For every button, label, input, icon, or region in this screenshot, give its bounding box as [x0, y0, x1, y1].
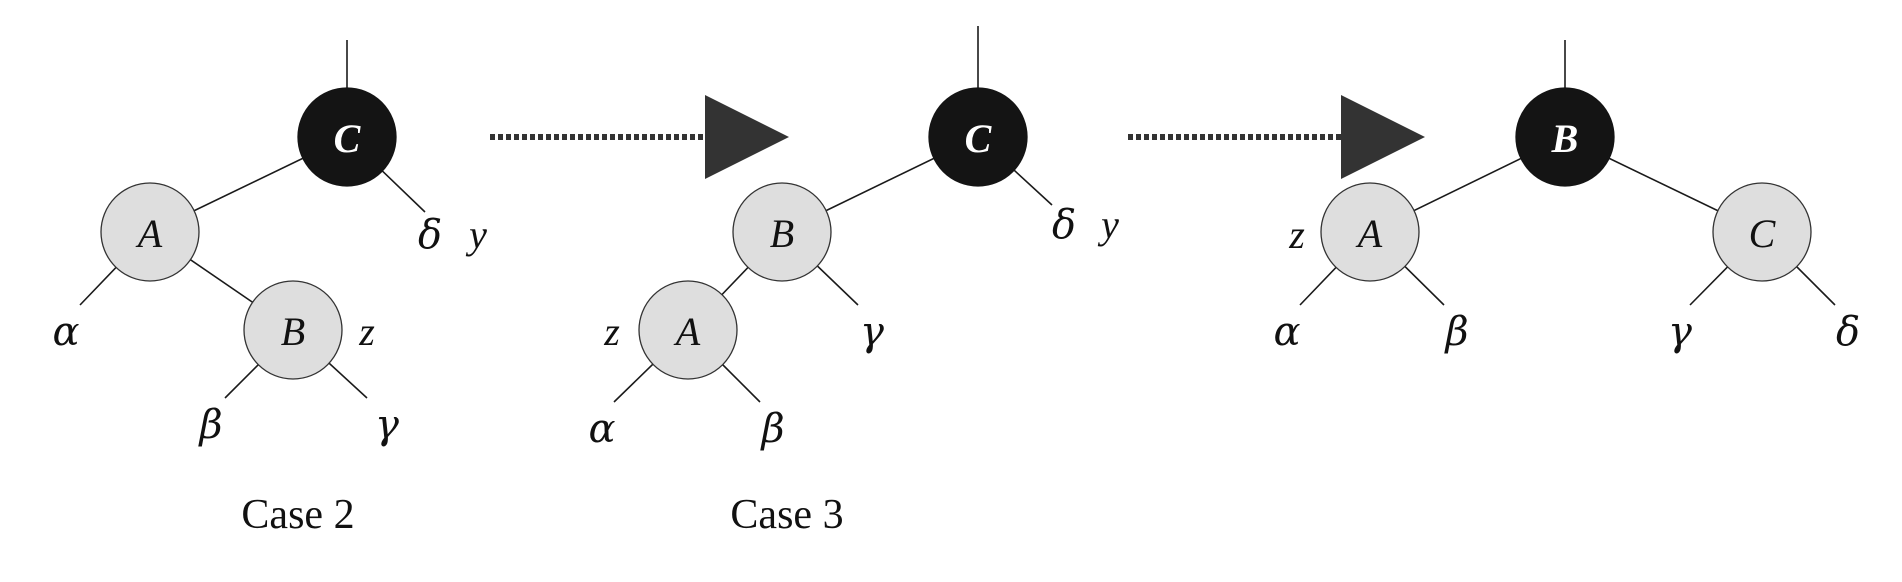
subtree-beta: β — [197, 402, 222, 448]
node-circle — [1712, 182, 1812, 282]
subtree-beta: β — [1443, 309, 1468, 355]
node-c: C — [928, 87, 1028, 187]
node-key: C — [965, 116, 993, 161]
node-b: B — [1515, 87, 1615, 187]
node-key: B — [281, 309, 305, 354]
node-circle — [638, 280, 738, 380]
panel-caption: Case 2 — [241, 492, 354, 538]
subtree-alpha: α — [588, 406, 615, 452]
node-key: B — [770, 211, 794, 256]
node-key: A — [1355, 211, 1383, 256]
panel-case-3: C B A α β γ δ y z Case 3 — [588, 26, 1119, 538]
panel-result: B A C α β γ δ z — [1273, 40, 1860, 355]
node-c: C — [297, 87, 397, 187]
subtree-delta: δ — [1052, 202, 1076, 248]
node-key: B — [1551, 116, 1579, 161]
node-circle — [297, 87, 397, 187]
pointer-z: z — [603, 309, 620, 354]
pointer-z: z — [358, 309, 375, 354]
node-circle — [1515, 87, 1615, 187]
node-a: A — [638, 280, 738, 380]
node-circle — [928, 87, 1028, 187]
node-circle — [1320, 182, 1420, 282]
subtree-alpha: α — [1273, 309, 1300, 355]
node-a: A — [100, 182, 200, 282]
node-a: A — [1320, 182, 1420, 282]
node-key: A — [673, 309, 701, 354]
pointer-y: y — [1097, 202, 1119, 247]
node-key: C — [334, 116, 362, 161]
panel-case-2: C A B α β γ δ y z Case 2 — [52, 40, 487, 538]
subtree-alpha: α — [52, 309, 79, 355]
node-c: C — [1712, 182, 1812, 282]
panel-caption: Case 3 — [730, 492, 843, 538]
pointer-y: y — [465, 212, 487, 257]
subtree-beta: β — [759, 406, 784, 452]
node-circle — [243, 280, 343, 380]
subtree-delta: δ — [418, 212, 442, 258]
node-key: A — [135, 211, 163, 256]
node-b: B — [732, 182, 832, 282]
node-key: C — [1749, 211, 1777, 256]
subtree-gamma: γ — [860, 309, 884, 355]
subtree-gamma: γ — [375, 402, 399, 448]
subtree-delta: δ — [1836, 309, 1860, 355]
node-circle — [100, 182, 200, 282]
node-b: B — [243, 280, 343, 380]
pointer-z: z — [1288, 212, 1305, 257]
subtree-gamma: γ — [1668, 309, 1692, 355]
node-circle — [732, 182, 832, 282]
